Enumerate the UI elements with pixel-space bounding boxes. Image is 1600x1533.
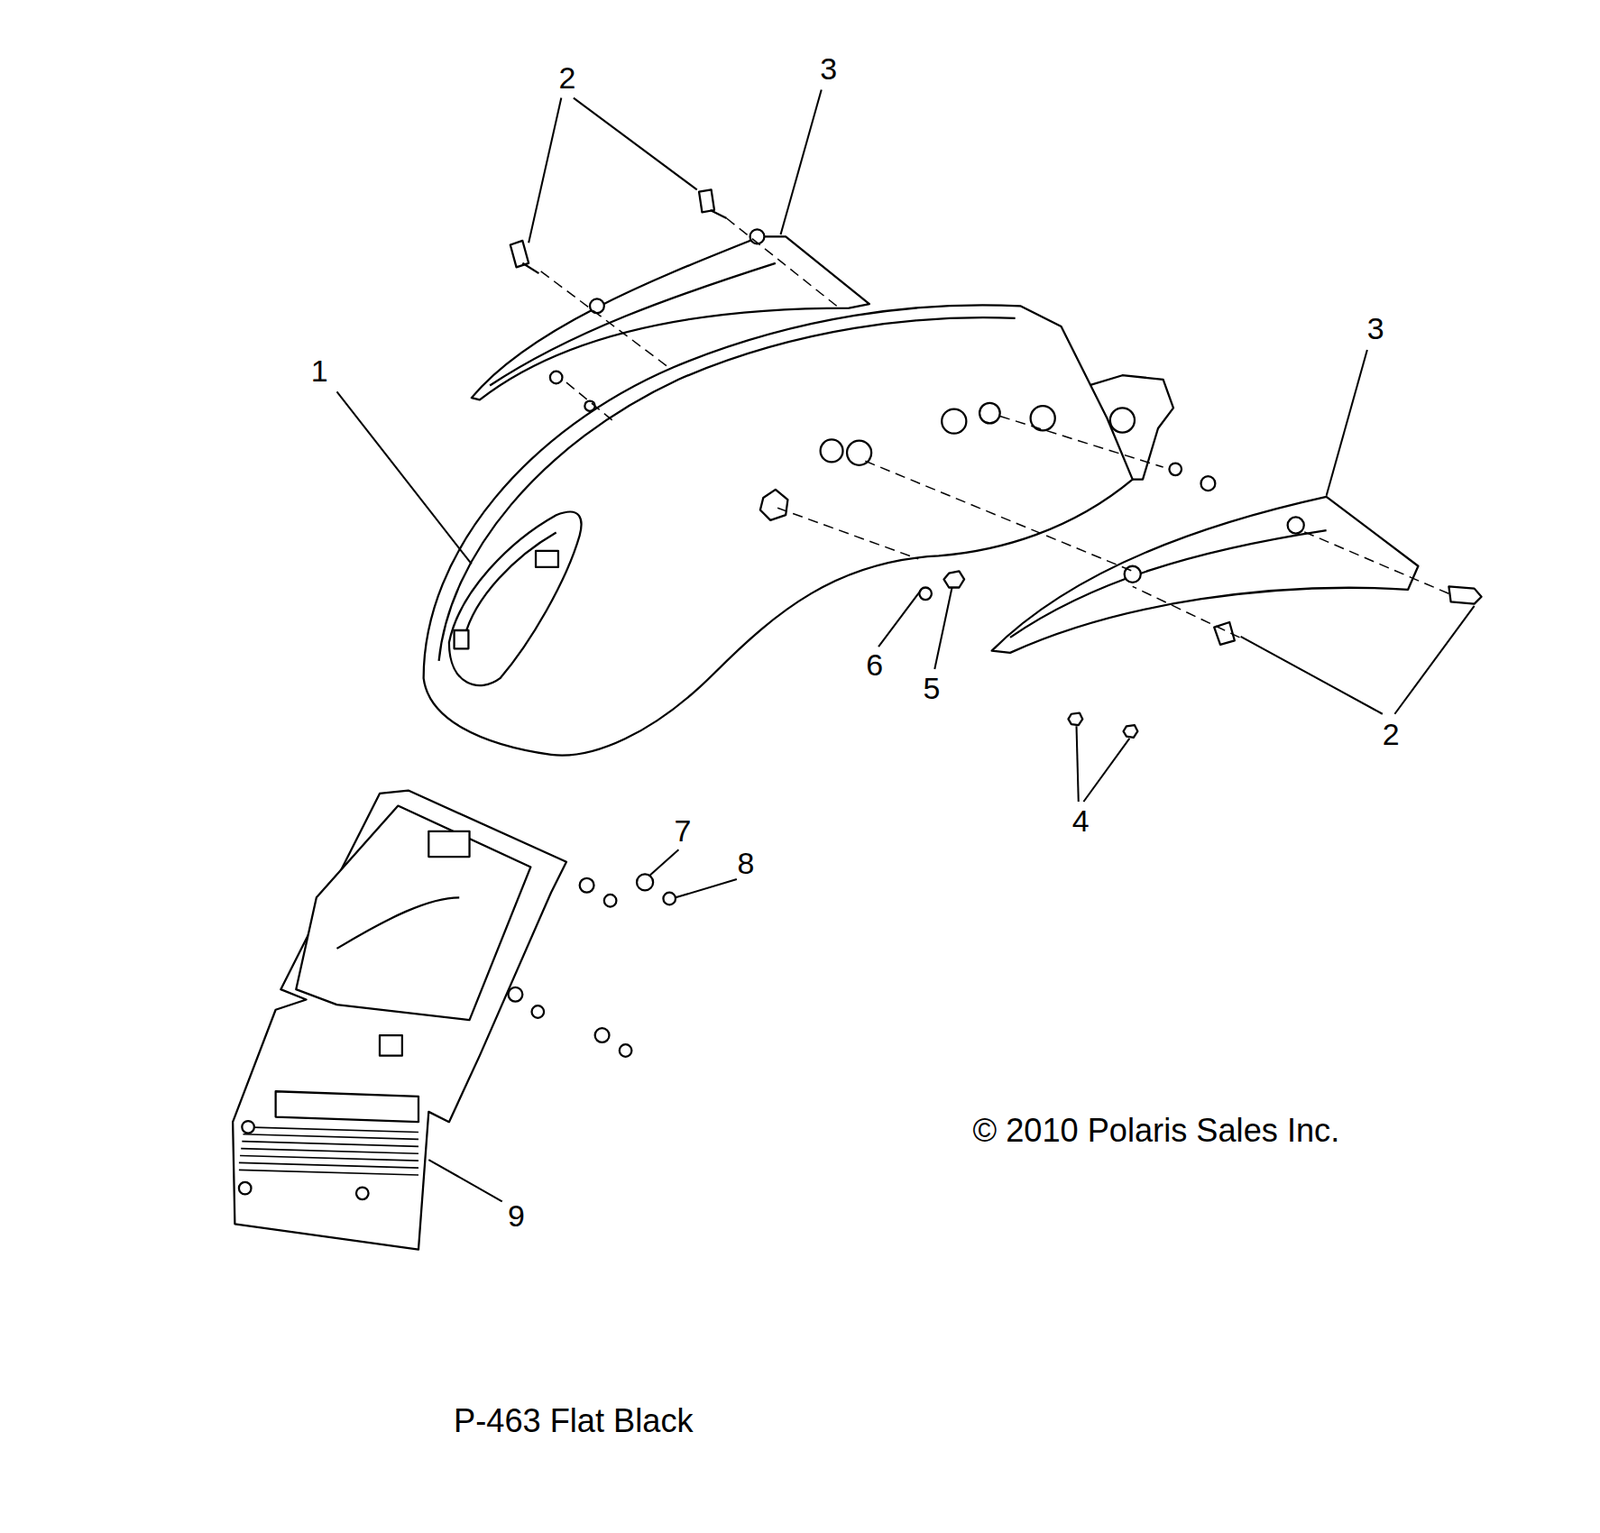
figure-caption: P-463 Flat Black	[453, 1405, 694, 1438]
callout-number: 8	[737, 848, 755, 880]
callout-number: 3	[819, 54, 837, 85]
callout-number: 4	[1072, 806, 1090, 837]
callout-number: 7	[673, 816, 691, 847]
callout-number: 6	[865, 650, 883, 681]
copyright-note: © 2010 Polaris Sales Inc.	[972, 1113, 1340, 1147]
callout-number: 2	[559, 63, 577, 94]
callout-number: 9	[507, 1201, 525, 1233]
callout-number: 1	[311, 356, 329, 387]
callout-number: 5	[923, 673, 941, 705]
callout-number: 2	[1382, 719, 1400, 751]
callout-number: 3	[1367, 313, 1385, 345]
